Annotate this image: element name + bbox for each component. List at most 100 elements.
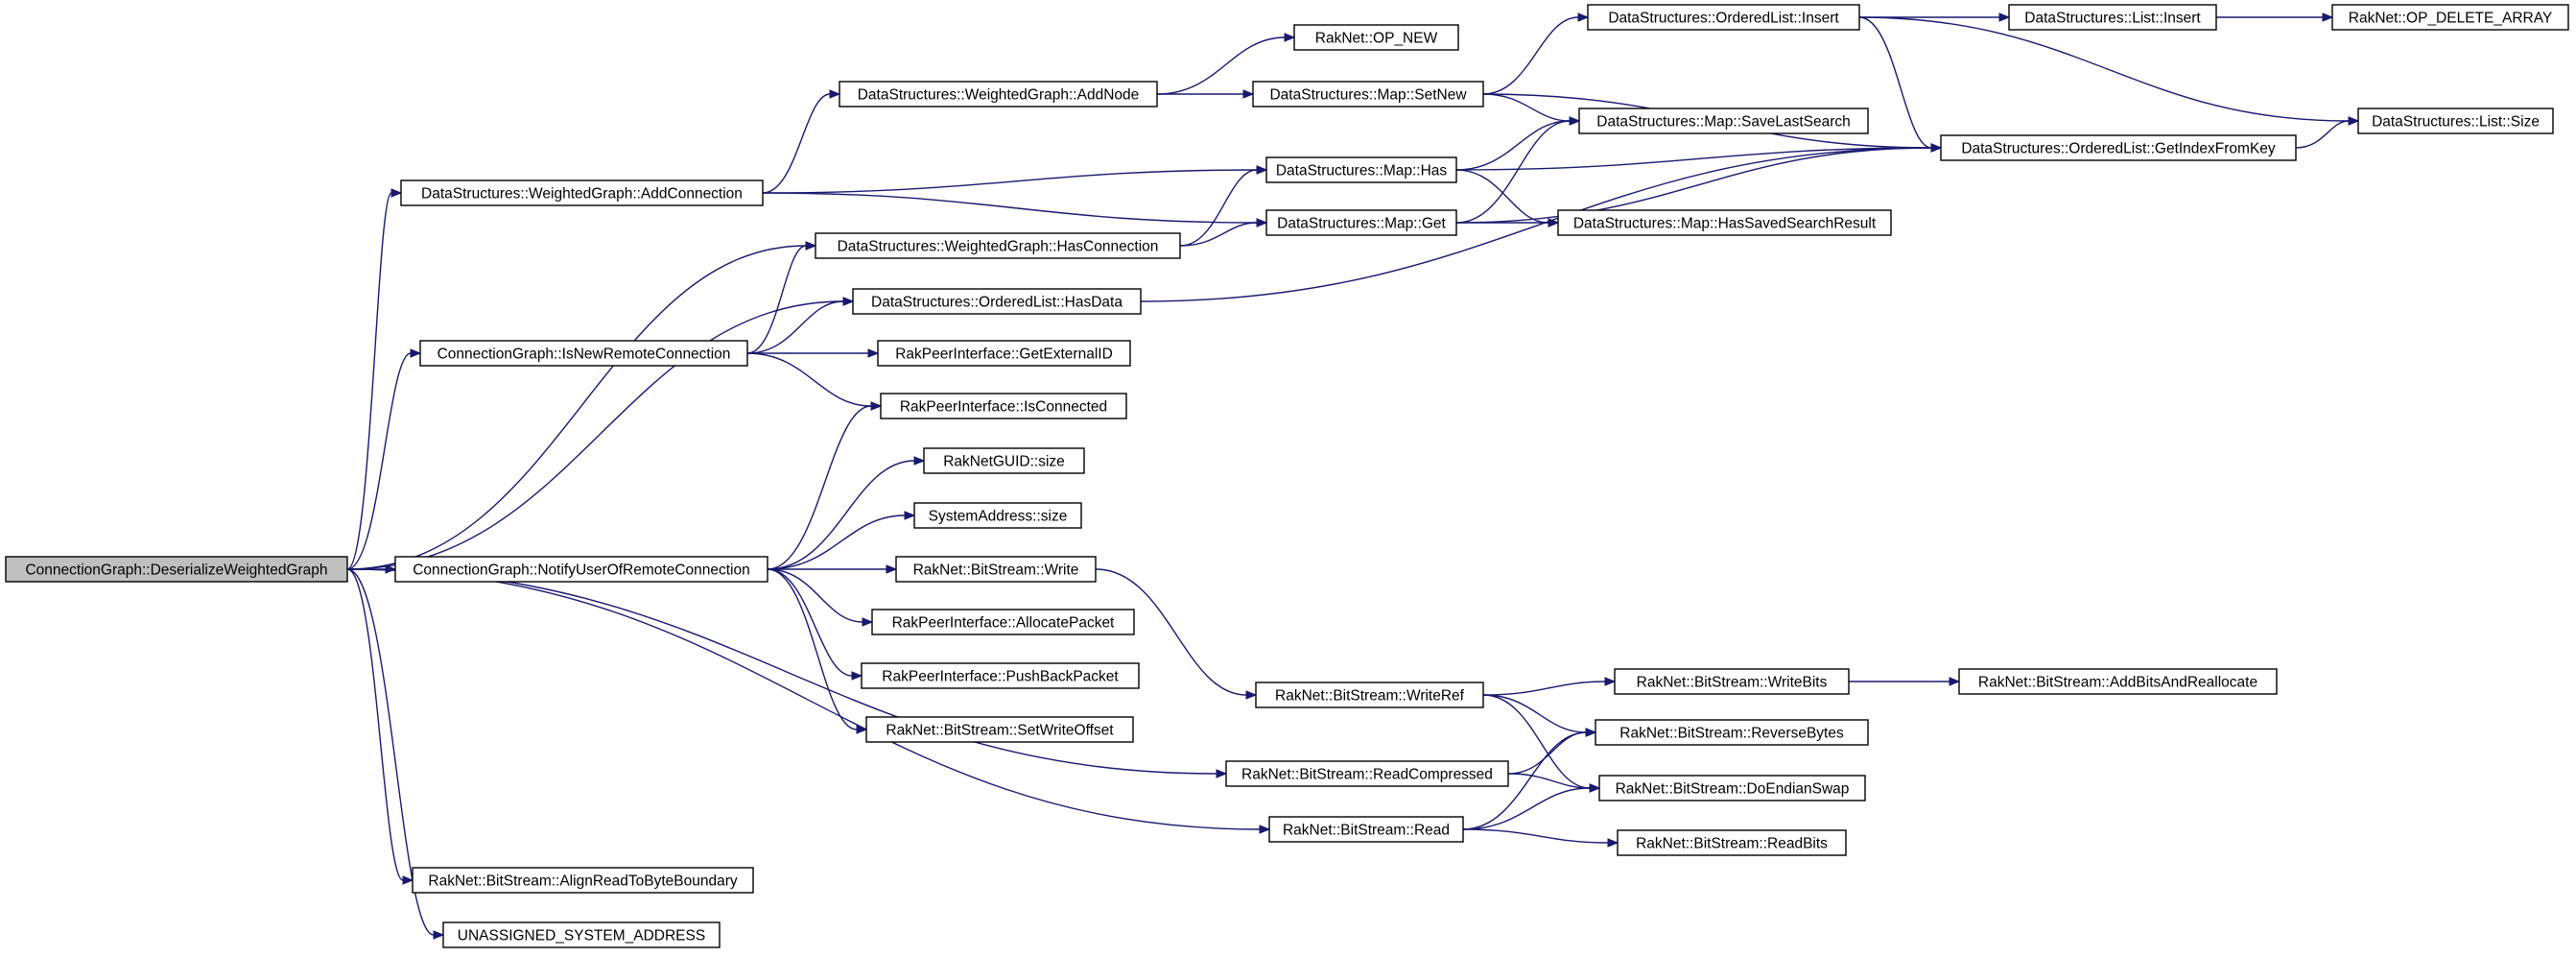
node-label: DataStructures::WeightedGraph::AddConnec… [421,186,743,203]
edge-root-to-has-connection [346,241,817,570]
node-bs-write[interactable]: RakNet::BitStream::Write [895,556,1097,583]
node-box [1557,209,1892,236]
arrowhead [1930,143,1943,153]
node-read-bits[interactable]: RakNet::BitStream::ReadBits [1617,829,1847,856]
arrowhead [1569,116,1581,126]
node-has-connection[interactable]: DataStructures::WeightedGraph::HasConnec… [815,232,1181,259]
node-is-new-remote[interactable]: ConnectionGraph::IsNewRemoteConnection [419,340,748,367]
node-label: RakNetGUID::size [943,454,1065,470]
edge-add-connection-to-map-get [762,192,1268,227]
edge-line [767,514,906,570]
node-label: ConnectionGraph::DeserializeWeightedGrap… [25,562,327,579]
node-box [877,340,1131,367]
edge-line [1462,828,1609,844]
node-box [913,502,1082,529]
node-box [1940,134,2297,161]
edge-line [762,169,1258,194]
edge-notify-user-to-sys-addr-size [767,511,916,570]
edge-line [1462,787,1591,830]
node-map-has[interactable]: DataStructures::Map::Has [1265,156,1457,183]
node-label: RakPeerInterface::IsConnected [900,399,1107,416]
node-ol-has-data[interactable]: DataStructures::OrderedList::HasData [852,288,1142,315]
node-box [1958,668,2278,695]
node-map-set-new[interactable]: DataStructures::Map::SetNew [1252,81,1484,108]
node-op-new[interactable]: RakNet::OP_NEW [1293,24,1459,51]
arrowhead [867,348,880,358]
node-get-external-id[interactable]: RakPeerInterface::GetExternalID [877,340,1131,367]
node-save-last[interactable]: DataStructures::Map::SaveLastSearch [1578,108,1869,134]
node-alloc-packet[interactable]: RakPeerInterface::AllocatePacket [871,609,1135,635]
edge-notify-user-to-guid-size [767,456,926,570]
arrowhead [870,401,883,411]
node-list-insert[interactable]: DataStructures::List::Insert [2008,4,2217,31]
edge-line [1179,222,1258,247]
node-write-bits[interactable]: RakNet::BitStream::WriteBits [1614,668,1850,695]
node-label: DataStructures::Map::Has [1276,163,1448,179]
arrowhead [402,875,414,885]
node-label: DataStructures::WeightedGraph::HasConnec… [838,239,1159,255]
node-add-node[interactable]: DataStructures::WeightedGraph::AddNode [839,81,1158,108]
node-reverse-bytes[interactable]: RakNet::BitStream::ReverseBytes [1595,719,1869,746]
node-add-bits-realloc[interactable]: RakNet::BitStream::AddBitsAndReallocate [1958,668,2278,695]
node-is-connected[interactable]: RakPeerInterface::IsConnected [880,393,1127,419]
edge-add-connection-to-map-has [762,165,1268,194]
node-label: DataStructures::OrderedList::HasData [871,295,1123,311]
node-label: DataStructures::WeightedGraph::AddNode [858,87,1140,104]
node-label: RakNet::BitStream::AddBitsAndReallocate [1978,675,2257,691]
edge-line [746,245,807,354]
node-box [895,556,1097,583]
edge-line [2295,120,2350,149]
edge-root-to-unassigned [346,568,445,940]
node-op-delete-array[interactable]: RakNet::OP_DELETE_ARRAY [2331,4,2569,31]
node-set-write-offset[interactable]: RakNet::BitStream::SetWriteOffset [865,716,1134,743]
node-add-connection[interactable]: DataStructures::WeightedGraph::AddConnec… [400,179,764,206]
edge-line [1095,568,1247,696]
node-box [412,867,754,894]
node-ol-insert[interactable]: DataStructures::OrderedList::Insert [1587,4,1860,31]
arrowhead [1607,838,1619,848]
node-label: RakNet::BitStream::DoEndianSwap [1616,781,1850,798]
node-label: RakNet::BitStream::Read [1283,823,1450,839]
node-label: DataStructures::OrderedList::GetIndexFro… [1961,141,2276,157]
node-read-compressed[interactable]: RakNet::BitStream::ReadCompressed [1225,760,1509,787]
node-map-get[interactable]: DataStructures::Map::Get [1265,209,1457,236]
node-get-index-from-key[interactable]: DataStructures::OrderedList::GetIndexFro… [1940,134,2297,161]
node-do-endian[interactable]: RakNet::BitStream::DoEndianSwap [1598,775,1866,801]
edge-map-get-to-save-last [1455,116,1581,224]
edge-has-connection-to-map-get [1179,218,1268,247]
arrowhead [1577,12,1590,22]
node-align-read[interactable]: RakNet::BitStream::AlignReadToByteBounda… [412,867,754,894]
edge-notify-user-to-alloc-packet [767,568,874,627]
node-bs-read[interactable]: RakNet::BitStream::Read [1268,816,1464,843]
arrowhead [829,89,841,99]
node-label: ConnectionGraph::IsNewRemoteConnection [437,347,731,363]
arrowhead [1548,218,1560,227]
node-label: RakNet::BitStream::Write [913,562,1079,579]
arrowhead [862,617,874,627]
node-sys-addr-size[interactable]: SystemAddress::size [913,502,1082,529]
edge-line [1858,16,2350,122]
edge-is-new-remote-to-is-connected [746,352,883,411]
node-list-size[interactable]: DataStructures::List::Size [2357,108,2554,134]
node-notify-user[interactable]: ConnectionGraph::NotifyUserOfRemoteConne… [394,556,768,583]
arrowhead [410,348,422,358]
edge-bs-read-to-read-bits [1462,828,1619,848]
call-edges [346,12,2360,940]
edge-line [1455,120,1571,224]
edge-map-has-to-save-last [1455,116,1581,171]
edge-root-to-align-read [346,568,414,885]
node-has-saved[interactable]: DataStructures::Map::HasSavedSearchResul… [1557,209,1892,236]
node-label: DataStructures::List::Insert [2024,11,2201,27]
node-box [839,81,1158,108]
edge-line [346,192,392,570]
edge-ol-insert-to-get-index-from-key [1858,16,1943,153]
arrowhead [1256,165,1268,175]
node-guid-size[interactable]: RakNetGUID::size [923,447,1085,474]
arrowhead [805,241,817,251]
edge-root-to-is-new-remote [346,348,422,570]
node-label: DataStructures::Map::SetNew [1269,87,1467,104]
node-push-back[interactable]: RakPeerInterface::PushBackPacket [861,662,1140,689]
node-unassigned[interactable]: UNASSIGNED_SYSTEM_ADDRESS [442,921,721,948]
node-write-ref[interactable]: RakNet::BitStream::WriteRef [1255,682,1484,708]
